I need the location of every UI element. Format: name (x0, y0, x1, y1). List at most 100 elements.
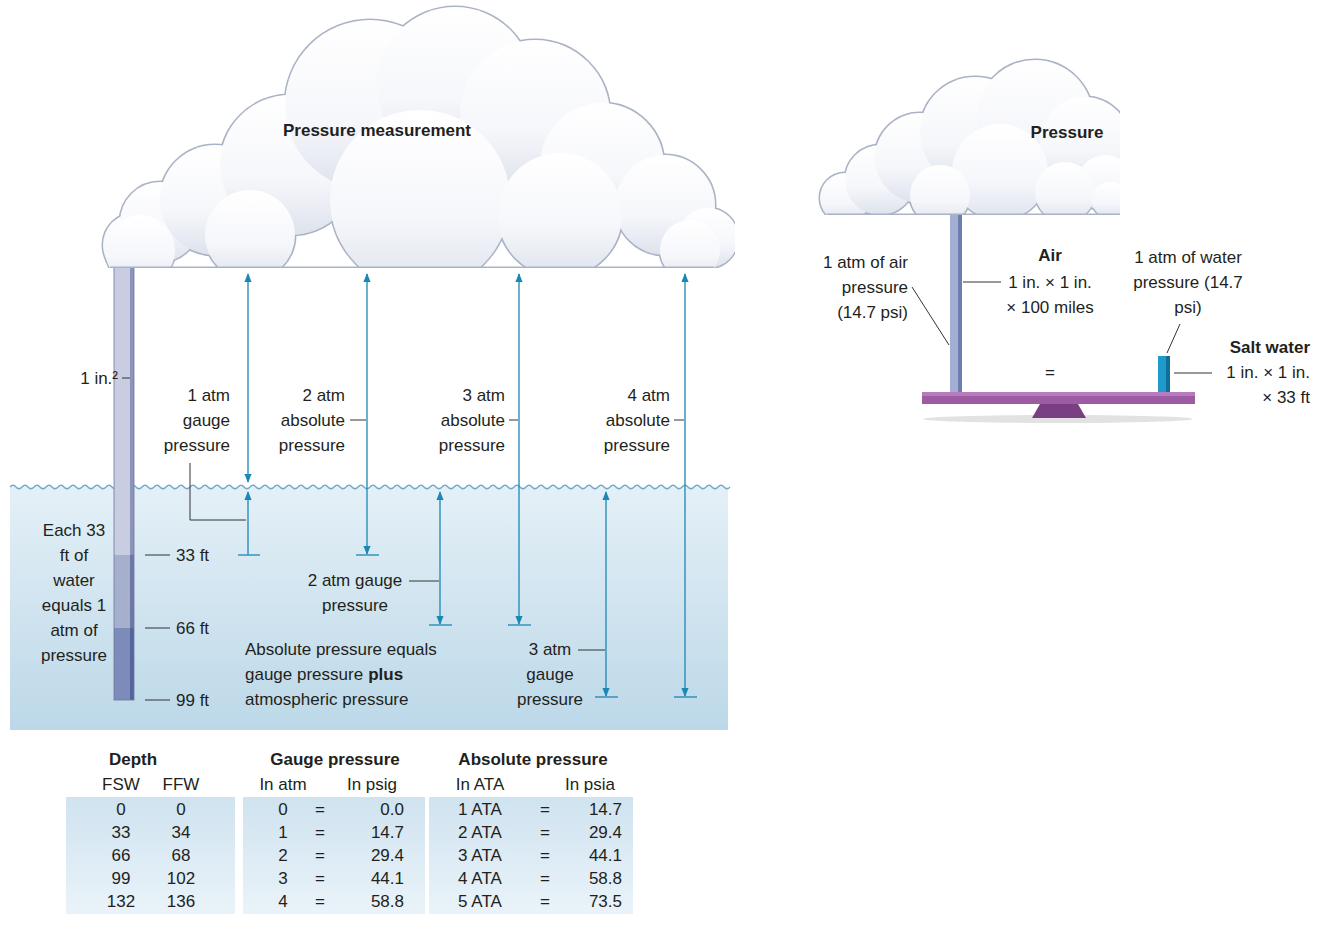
table-cell: 44.1 (371, 866, 404, 891)
table-cell: = (315, 866, 325, 891)
leader-line (122, 378, 130, 379)
depth-label: 66 ft (176, 616, 209, 641)
table-cell: 0.0 (380, 797, 404, 822)
pressure-arrow (247, 274, 248, 482)
arrow-bar (595, 696, 618, 697)
cloud-title: Pressure measurement (283, 118, 471, 143)
leader-line (1174, 373, 1212, 374)
table-cell: 1 (278, 820, 287, 845)
table-cell: 99 (112, 866, 131, 891)
arrow-bar (429, 624, 452, 625)
pressure-label: 1 atm gauge pressure (155, 383, 230, 458)
table-cell: = (315, 843, 325, 868)
pressure-label: 1 atm of air pressure (14.7 psi) (816, 250, 908, 325)
table-cell: 14.7 (589, 797, 622, 822)
leader-line (509, 420, 518, 421)
salt-water-column-edge (1166, 356, 1170, 392)
cloud-puff (1092, 182, 1120, 215)
table-cell: 29.4 (371, 843, 404, 868)
column-edge (130, 628, 134, 700)
arrow-bar (238, 554, 260, 555)
table-cell: 0 (176, 797, 185, 822)
table-cell: = (540, 889, 550, 914)
table-cell: 102 (167, 866, 195, 891)
pressure-label: 1 atm of water pressure (14.7 psi) (1131, 245, 1246, 320)
depth-tick (145, 555, 170, 556)
cloud-base (110, 267, 714, 269)
cloud-puff (498, 153, 622, 268)
table-header: Gauge pressure (270, 747, 399, 772)
column-outline (114, 240, 134, 700)
leader-line (578, 650, 605, 651)
cloud-title: Pressure (1031, 120, 1104, 145)
note: gauge pressure (245, 662, 363, 687)
table-cell: 34 (172, 820, 191, 845)
table-panel (66, 797, 235, 914)
leader-line (1167, 324, 1180, 353)
pressure-label: 2 atm absolute pressure (270, 383, 345, 458)
pressure-arrow (605, 492, 606, 696)
cloud-puff (660, 220, 720, 268)
pressure-arrow (247, 492, 248, 555)
cloud-base (827, 214, 1120, 216)
table-header: Depth (109, 747, 157, 772)
air-column (950, 200, 962, 392)
table-cell: 1 ATA (458, 797, 502, 822)
air-column-edge (958, 200, 962, 392)
pressure-arrows (238, 274, 697, 697)
table-cell: 44.1 (589, 843, 622, 868)
pressure-arrow (439, 492, 440, 624)
table-panel (429, 797, 633, 914)
leader-line (963, 282, 1001, 283)
table-cell: 29.4 (589, 820, 622, 845)
depth-ticks (122, 378, 170, 700)
table-panel (243, 797, 425, 914)
water-column (114, 240, 134, 700)
dimension-label: 1 in.² (80, 366, 118, 391)
leader-line (674, 420, 684, 421)
table-cell: = (315, 820, 325, 845)
table-cell: 4 ATA (458, 866, 502, 891)
heading-label: Air (1038, 243, 1062, 268)
table-cell: 58.8 (371, 889, 404, 914)
cloud-puff (105, 215, 175, 268)
arrow-bar (508, 624, 531, 625)
balance (922, 200, 1195, 423)
table-cell: 4 (278, 889, 287, 914)
pressure-label: 4 atm absolute pressure (595, 383, 670, 458)
column-header: FFW (163, 772, 200, 797)
cloud-body (103, 7, 735, 268)
balance-beam-highlight (922, 392, 1195, 396)
table-cell: 0 (116, 797, 125, 822)
pressure-arrow (518, 274, 519, 624)
dimension-label: 1 in. × 1 in. × 100 miles (1006, 270, 1094, 320)
column-edge (130, 555, 134, 628)
leader-lines (190, 282, 1212, 650)
equals-sign: = (1045, 360, 1055, 385)
table-header: Absolute pressure (458, 747, 607, 772)
pressure-arrow (684, 274, 685, 696)
note: Each 33 ft of water equals 1 atm of pres… (39, 518, 109, 668)
table-cell: 58.8 (589, 866, 622, 891)
column-header: In psia (565, 772, 615, 797)
pressure-label: 3 atm gauge pressure (513, 637, 588, 712)
note-emphasis: plus (368, 662, 403, 687)
table-cell: = (540, 797, 550, 822)
table-cell: = (315, 797, 325, 822)
table-cell: 3 ATA (458, 843, 502, 868)
depth-label: 99 ft (176, 688, 209, 713)
dimension-label: 1 in. × 1 in. × 33 ft (1218, 360, 1310, 410)
table-cell: 68 (172, 843, 191, 868)
table-cell: 2 (278, 843, 287, 868)
note: Absolute pressure equals (245, 637, 437, 662)
table-cell: = (540, 843, 550, 868)
table-cell: 2 ATA (458, 820, 502, 845)
table-cell: = (315, 889, 325, 914)
leader-line (190, 463, 246, 520)
table-cell: 5 ATA (458, 889, 502, 914)
table-cell: 14.7 (371, 820, 404, 845)
column-air-segment (114, 240, 134, 555)
cloud-puff (910, 165, 970, 215)
table-cell: 136 (167, 889, 195, 914)
